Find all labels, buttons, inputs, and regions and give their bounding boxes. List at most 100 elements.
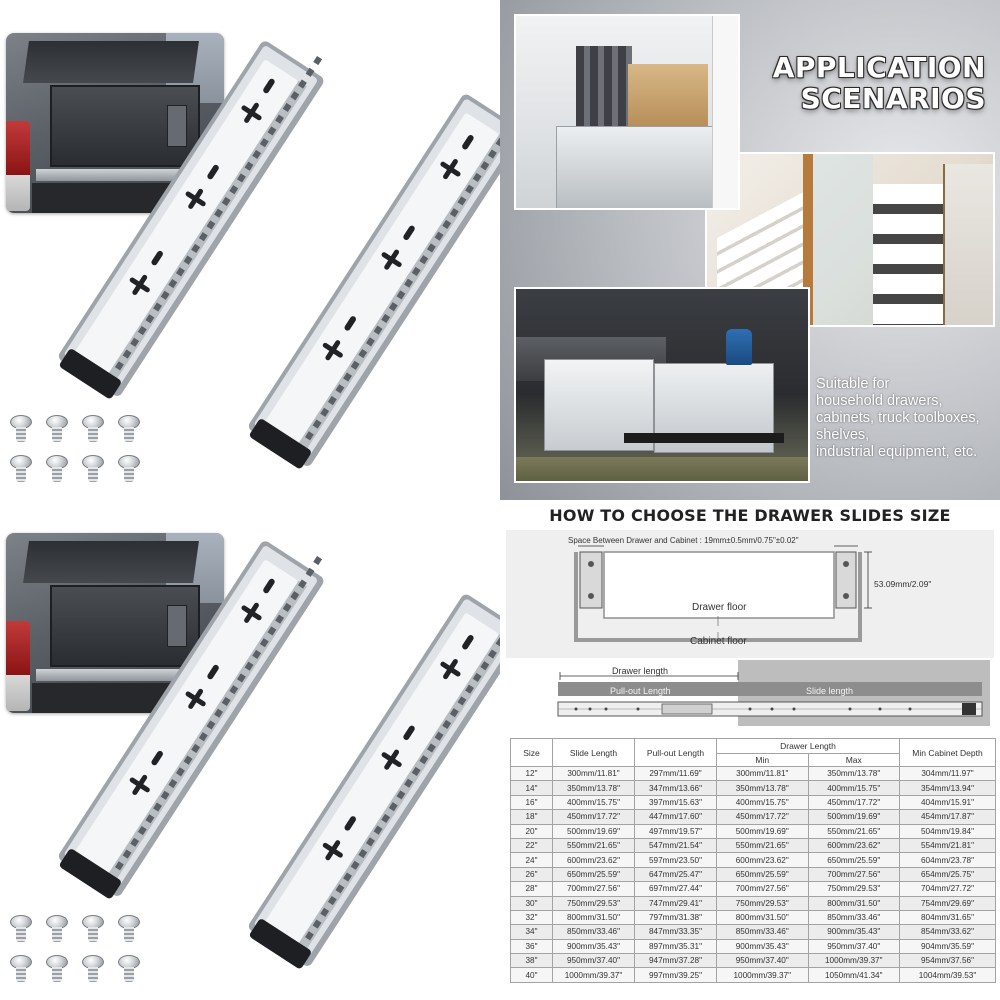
drawer-slide-rails-icon [58,541,500,969]
table-cell: 30" [510,895,553,911]
table-cell: 550mm/21.65" [807,823,900,839]
table-cell: 354mm/13.94" [899,780,996,796]
table-cell: 600mm/23.62" [552,852,635,868]
table-row: 26"650mm/25.59"647mm/25.47"650mm/25.59"7… [510,866,996,883]
table-cell: 650mm/25.59" [552,866,635,883]
table-cell: 550mm/21.65" [552,837,635,854]
table-cell: 36" [510,938,553,955]
mounting-screw-icon [116,955,142,983]
header-size: Size [510,738,553,767]
mounting-screw-icon [44,915,70,943]
table-cell: 300mm/11.81" [716,765,809,782]
table-cell: 40" [510,967,553,983]
mounting-screw-icon [80,415,106,443]
table-cell: 26" [510,866,553,883]
table-cell: 28" [510,881,553,897]
table-cell: 650mm/25.59" [807,852,900,868]
table-cell: 347mm/13.66" [634,780,717,796]
mounting-screw-icon [8,455,34,483]
table-cell: 400mm/15.75" [807,780,900,796]
table-cell: 947mm/37.28" [634,953,717,969]
table-cell: 800mm/31.50" [807,895,900,911]
table-cell: 854mm/33.62" [899,924,996,940]
size-guide-panel: HOW TO CHOOSE THE DRAWER SLIDES SIZE [500,500,1000,1000]
table-cell: 1000mm/39.37" [716,967,809,983]
extended-slide-icon [550,658,990,728]
size-table: Size Slide Length Pull-out Length Drawer… [510,738,996,983]
table-row: 22"550mm/21.65"547mm/21.54"550mm/21.65"6… [510,837,996,854]
drawer-slide-rail [58,541,324,899]
mounting-screw-icon [116,455,142,483]
table-cell: 650mm/25.59" [716,866,809,883]
table-cell: 897mm/35.31" [634,938,717,955]
table-cell: 22" [510,837,553,854]
table-cell: 450mm/17.72" [807,794,900,811]
table-cell: 1050mm/41.34" [807,967,900,983]
gap-label: Space Between Drawer and Cabinet : 19mm±… [568,536,799,545]
table-row: 32"800mm/31.50"797mm/31.38"800mm/31.50"8… [510,909,996,926]
table-cell: 450mm/17.72" [552,809,635,825]
table-cell: 1000mm/39.37" [807,953,900,969]
table-cell: 600mm/23.62" [807,837,900,854]
table-row: 36"900mm/35.43"897mm/35.31"900mm/35.43"9… [510,938,996,955]
table-cell: 18" [510,809,553,825]
table-cell: 297mm/11.69" [634,765,717,782]
slide-length-label: Slide length [806,686,854,696]
table-cell: 400mm/15.75" [552,794,635,811]
header-drawer-length: Drawer Length [716,738,900,754]
table-cell: 950mm/37.40" [807,938,900,955]
drawer-slide-rail [248,594,500,969]
table-cell: 547mm/21.54" [634,837,717,854]
table-cell: 450mm/17.72" [716,809,809,825]
table-cell: 847mm/33.35" [634,924,717,940]
table-cell: 500mm/19.69" [716,823,809,839]
table-row: 16"400mm/15.75"397mm/15.63"400mm/15.75"4… [510,794,996,811]
table-cell: 750mm/29.53" [552,895,635,911]
table-cell: 447mm/17.60" [634,809,717,825]
table-cell: 14" [510,780,553,796]
size-guide-title: HOW TO CHOOSE THE DRAWER SLIDES SIZE [549,506,951,525]
cabinet-floor-label: Cabinet floor [690,636,747,647]
mounting-screw-icon [8,915,34,943]
table-cell: 1000mm/39.37" [552,967,635,983]
table-cell: 350mm/13.78" [716,780,809,796]
table-cell: 754mm/29.69" [899,895,996,911]
table-cell: 654mm/25.75" [899,866,996,883]
drawer-length-label: Drawer length [612,666,669,676]
table-cell: 34" [510,924,553,940]
table-cell: 350mm/13.78" [552,780,635,796]
table-row: 14"350mm/13.78"347mm/13.66"350mm/13.78"4… [510,780,996,796]
table-cell: 24" [510,852,553,868]
table-cell: 700mm/27.56" [807,866,900,883]
table-cell: 804mm/31.65" [899,909,996,926]
table-cell: 750mm/29.53" [716,895,809,911]
table-cell: 12" [510,765,553,782]
table-cell: 700mm/27.56" [552,881,635,897]
table-cell: 1004mm/39.53" [899,967,996,983]
table-cell: 697mm/27.44" [634,881,717,897]
table-row: 38"950mm/37.40"947mm/37.28"950mm/37.40"1… [510,953,996,969]
mounting-screw-icon [116,415,142,443]
mounting-screw-icon [80,955,106,983]
drawer-slide-rails-icon [58,41,500,469]
table-row: 40"1000mm/39.37"997mm/39.25"1000mm/39.37… [510,967,996,983]
table-cell: 700mm/27.56" [716,881,809,897]
header-slide-length: Slide Length [552,738,635,767]
table-cell: 747mm/29.41" [634,895,717,911]
table-cell: 350mm/13.78" [807,765,900,782]
slide-height-label: 53.09mm/2.09" [874,579,932,589]
kitchen-drawer-photo [514,14,740,210]
table-cell: 950mm/37.40" [716,953,809,969]
table-cell: 704mm/27.72" [899,881,996,897]
table-row: 12"300mm/11.81"297mm/11.69"300mm/11.81"3… [510,765,996,782]
table-cell: 550mm/21.65" [716,837,809,854]
table-row: 34"850mm/33.46"847mm/33.35"850mm/33.46"9… [510,924,996,940]
table-cell: 454mm/17.87" [899,809,996,825]
table-row: 20"500mm/19.69"497mm/19.57"500mm/19.69"5… [510,823,996,839]
mounting-screw-icon [80,455,106,483]
table-row: 24"600mm/23.62"597mm/23.50"600mm/23.62"6… [510,852,996,868]
table-cell: 38" [510,953,553,969]
table-cell: 500mm/19.69" [552,823,635,839]
table-cell: 504mm/19.84" [899,823,996,839]
table-cell: 304mm/11.97" [899,765,996,782]
